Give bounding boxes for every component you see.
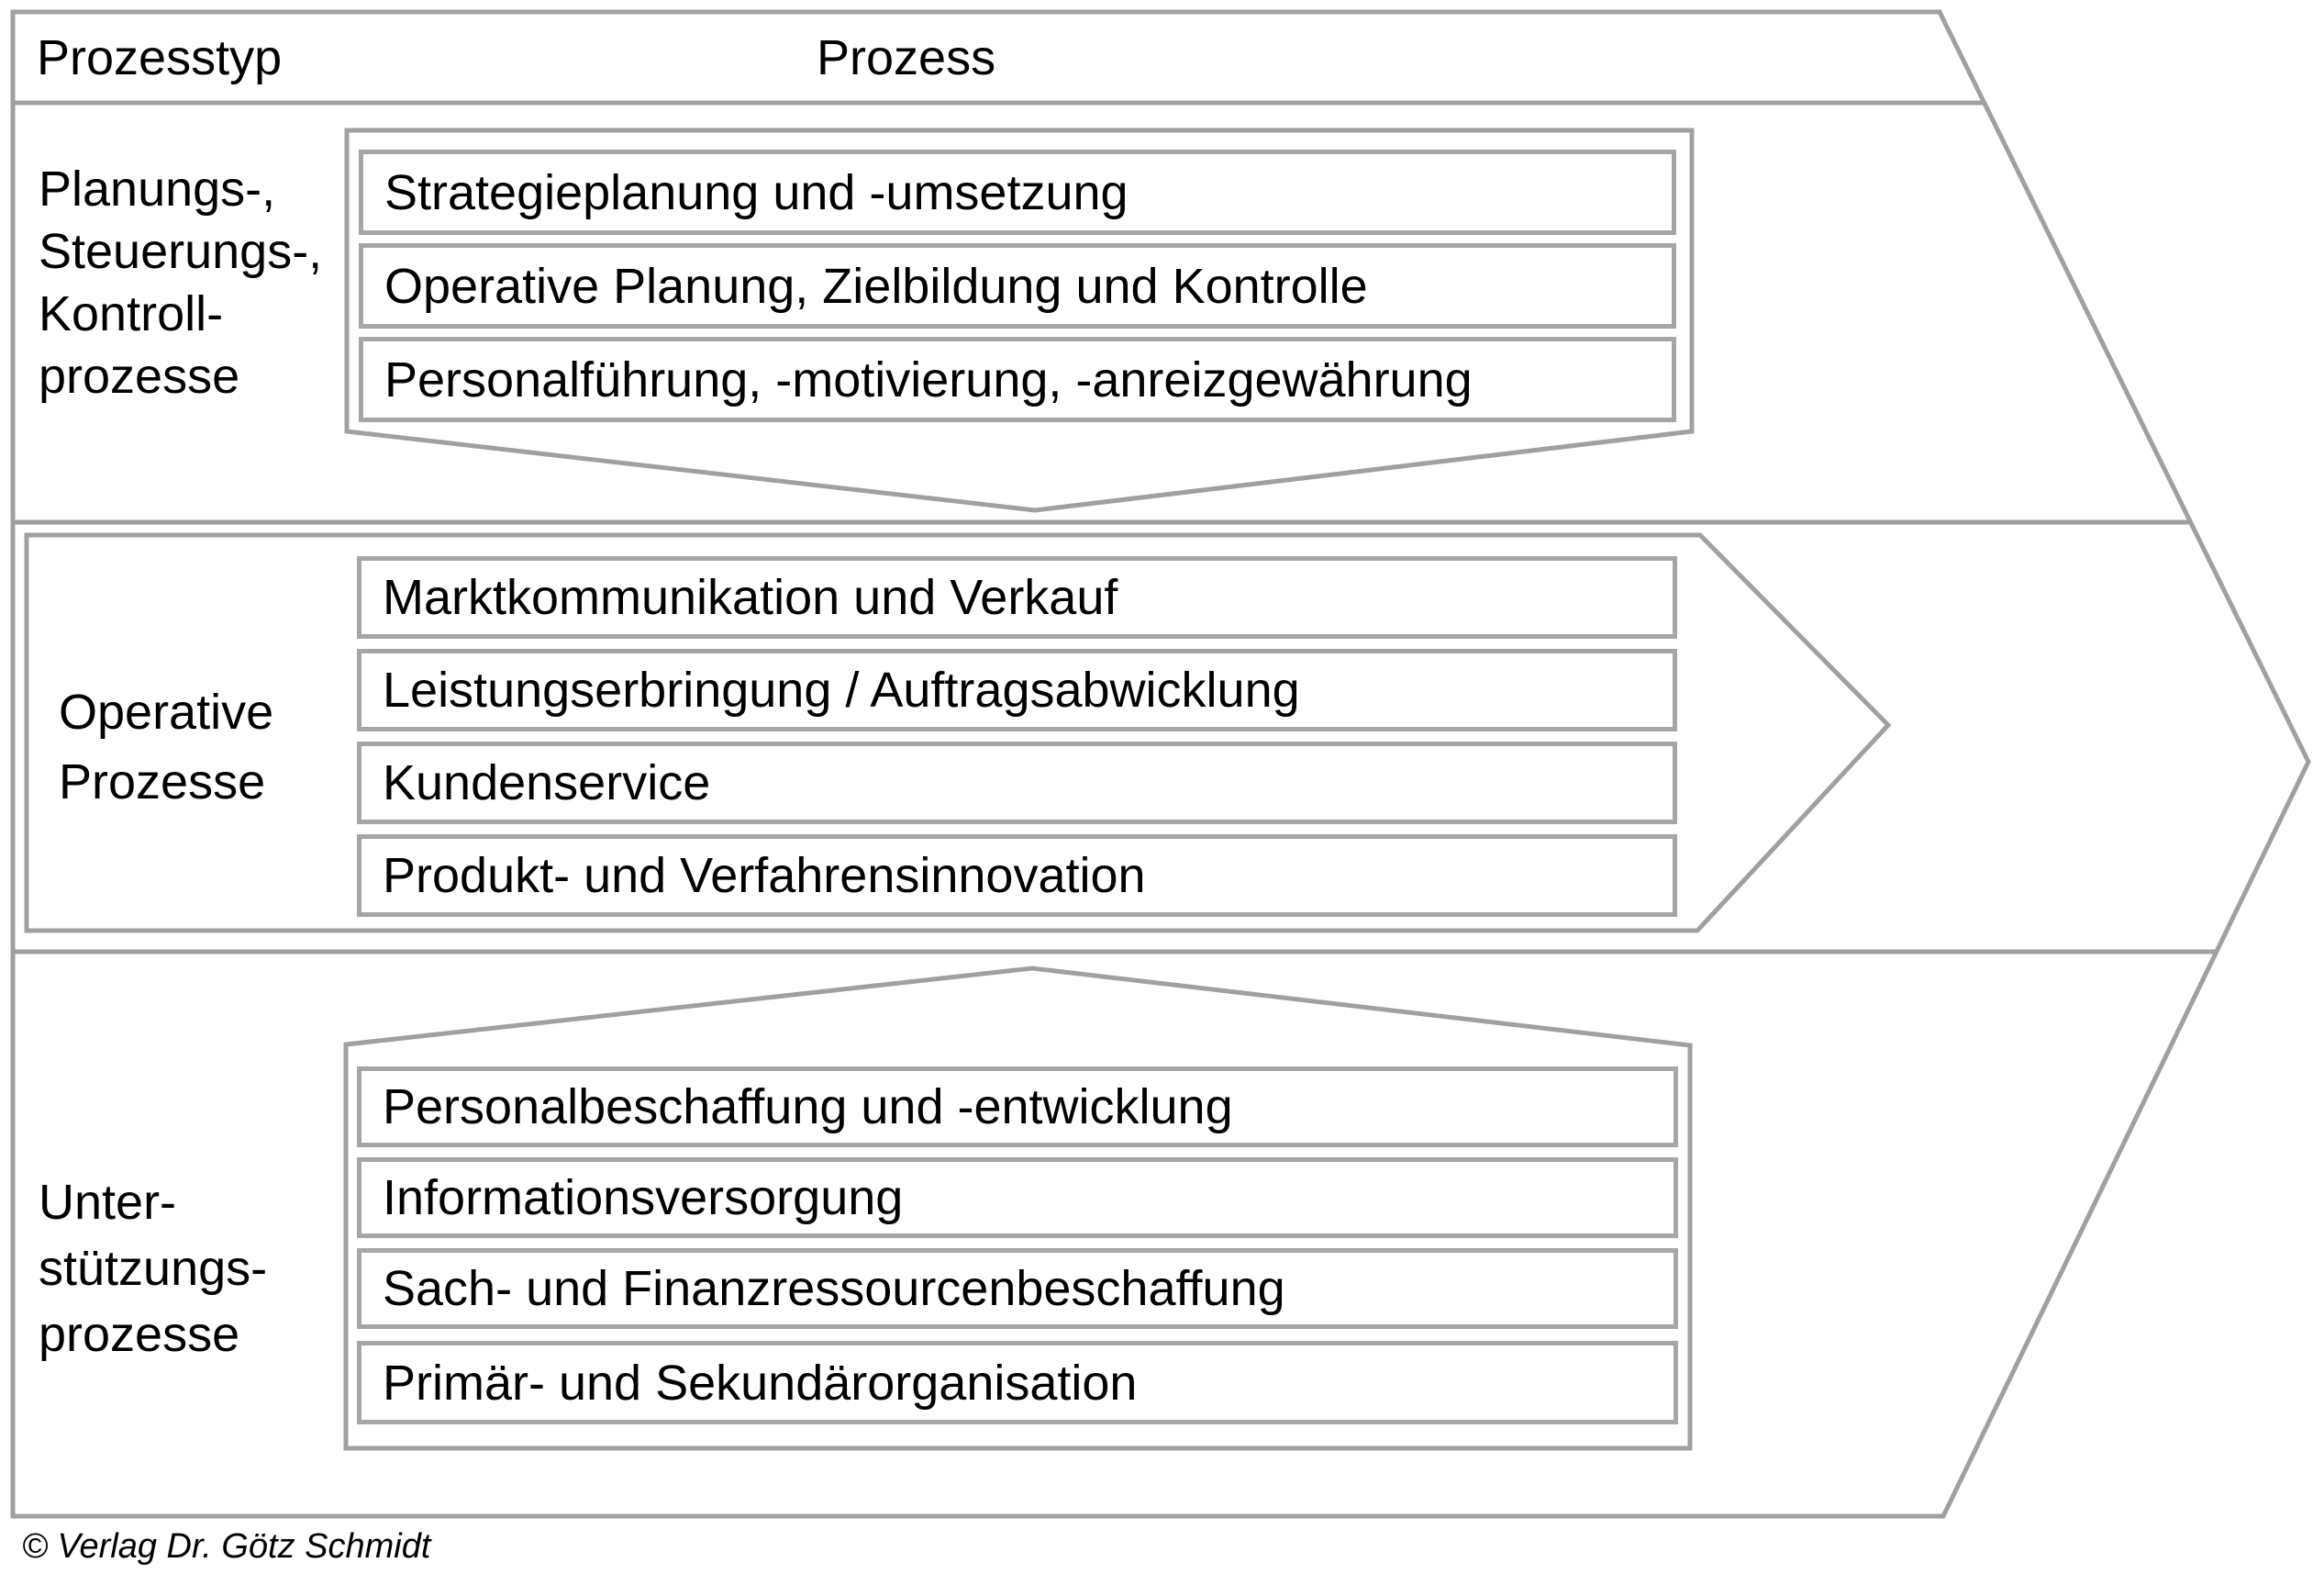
process-box-kundenservice: Kundenservice [357,742,1677,824]
section2-type-label-line1: Operative [59,685,274,740]
section3-type-label-line3: prozesse [39,1307,240,1362]
process-box-leistungserbringung: Leistungserbringung / Auftragsabwicklung [357,649,1677,731]
outer-arrow-outline [10,9,2311,1519]
section1-type-label-line1: Planungs-, [39,162,276,217]
process-box-marktkommunikation: Marktkommunikation und Verkauf [357,556,1677,639]
section1-type-label: Planungs-, Steuerungs-, Kontroll- prozes… [39,158,322,407]
section3-type-label-line1: Unter- [39,1175,177,1230]
process-box-label: Marktkommunikation und Verkauf [383,570,1118,625]
process-box-label: Personalbeschaffung und -entwicklung [383,1079,1233,1134]
process-box-label: Sach- und Finanzressourcenbeschaffung [383,1261,1285,1316]
section1-type-label-line4: prozesse [39,349,240,404]
process-box-label: Informationsversorgung [383,1170,904,1225]
section2-type-label-line2: Prozesse [59,754,266,809]
copyright-notice: © Verlag Dr. Götz Schmidt [22,1527,431,1566]
column-header-prozess: Prozess [817,30,996,85]
process-box-label: Strategieplanung und -umsetzung [384,164,1129,220]
planning-pennant-outline [344,128,1695,513]
process-box-strategieplanung: Strategieplanung und -umsetzung [359,150,1676,235]
process-box-produktinnovation: Produkt- und Verfahrensinnovation [357,834,1677,917]
process-box-label: Leistungserbringung / Auftragsabwicklung [383,663,1300,718]
process-box-label: Operative Planung, Zielbildung und Kontr… [384,258,1368,314]
process-box-label: Produkt- und Verfahrensinnovation [383,848,1146,903]
operative-band-arrow-outline [24,532,1892,933]
support-house-outline [343,966,1693,1451]
section2-type-label: Operative Prozesse [59,677,273,817]
process-box-personalbeschaffung: Personalbeschaffung und -entwicklung [357,1066,1678,1147]
process-box-label: Kundenservice [383,755,711,810]
column-header-prozesstyp: Prozesstyp [37,30,283,85]
process-box-personalfuehrung: Personalführung, -motivierung, -anreizge… [359,337,1676,422]
section3-type-label: Unter- stützungs- prozesse [39,1169,267,1367]
section1-type-label-line3: Kontroll- [39,286,224,341]
process-box-finanzressourcen: Sach- und Finanzressourcenbeschaffung [357,1248,1678,1329]
process-box-label: Personalführung, -motivierung, -anreizge… [384,352,1473,407]
process-box-informationsversorgung: Informationsversorgung [357,1157,1678,1238]
section1-type-label-line2: Steuerungs-, [39,224,323,279]
process-box-operative-planung: Operative Planung, Zielbildung und Kontr… [359,243,1676,329]
process-box-label: Primär- und Sekundärorganisation [383,1355,1138,1411]
process-box-organisation: Primär- und Sekundärorganisation [357,1341,1678,1424]
section3-type-label-line2: stützungs- [39,1241,268,1296]
